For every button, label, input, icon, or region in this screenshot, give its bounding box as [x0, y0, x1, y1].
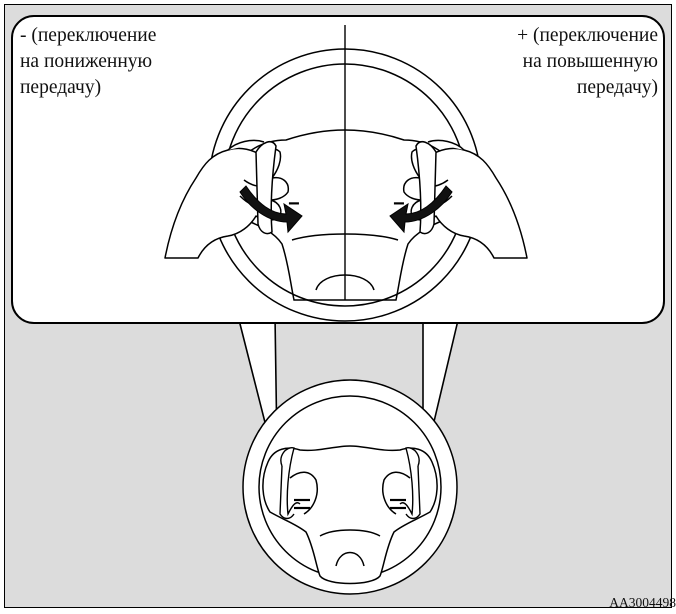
paddle-minus-mark: −	[288, 193, 300, 215]
upshift-label: + (переключение на повышенную передачу)	[398, 23, 658, 101]
paddle-plus-mark: −	[393, 193, 405, 215]
downshift-label: - (переключение на пониженную передачу)	[20, 23, 280, 101]
steering-wheel-icon	[243, 380, 457, 594]
figure-code: AA3004498	[609, 595, 676, 611]
